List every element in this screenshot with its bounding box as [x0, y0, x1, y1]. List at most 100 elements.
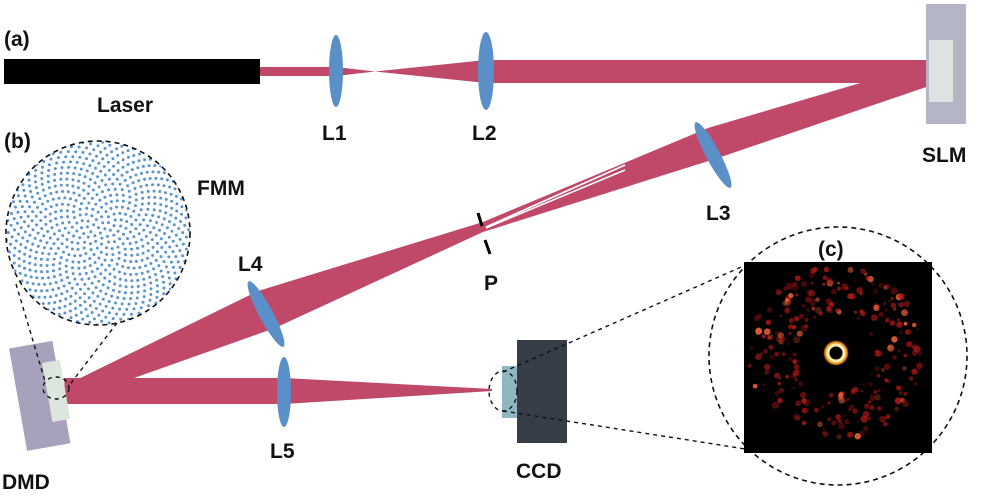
speckle-dot	[788, 324, 793, 330]
fmm-core-dot	[142, 218, 146, 222]
fmm-core-dot	[112, 267, 116, 271]
fmm-core-dot	[21, 183, 25, 187]
fmm-core-dot	[144, 264, 147, 268]
speckle-pattern	[747, 266, 923, 440]
fmm-core-dot	[171, 265, 175, 269]
fmm-core-dot	[67, 253, 71, 257]
fmm-core-dot	[119, 218, 123, 222]
fmm-core-dot	[39, 257, 43, 261]
fmm-core-dot	[104, 202, 108, 206]
fmm-core-dot	[112, 212, 116, 216]
speckle-dot	[896, 385, 902, 391]
speckle-dot	[822, 282, 826, 286]
fmm-core-dot	[39, 210, 43, 214]
fmm-core-dot	[87, 277, 91, 281]
fmm-core-dot	[41, 276, 45, 280]
fmm-core-dot	[184, 216, 188, 220]
fmm-core-dot	[120, 188, 124, 192]
fmm-core-dot	[82, 181, 86, 185]
speckle-dot	[774, 390, 780, 396]
fmm-core-dot	[140, 190, 144, 194]
speckle-dot	[836, 286, 842, 291]
fmm-core-dot	[25, 200, 29, 203]
fmm-core-dot	[168, 245, 172, 249]
fmm-core-dot	[10, 212, 13, 215]
speckle-dot	[913, 382, 918, 386]
lens-l3	[694, 122, 732, 188]
fmm-core-dot	[40, 227, 44, 230]
fmm-core-dot	[147, 195, 151, 199]
panel-label-a: (a)	[4, 28, 30, 51]
fmm-core-dot	[16, 194, 20, 198]
fmm-core-dot	[155, 250, 159, 254]
fmm-core-dot	[59, 215, 63, 219]
fmm-core-dot	[126, 266, 130, 270]
fmm-core-dot	[155, 295, 159, 299]
fmm-core-dot	[104, 210, 108, 214]
l4-label: L4	[238, 253, 263, 276]
fmm-core-dot	[20, 205, 24, 209]
fmm-core-dot	[148, 219, 152, 223]
speckle-dot	[825, 305, 832, 312]
speckle-dot	[878, 311, 884, 317]
fmm-core-dot	[87, 296, 91, 300]
speckle-dot	[880, 367, 886, 373]
fmm-core-dot	[80, 277, 84, 281]
fmm-core-dot	[45, 264, 49, 267]
fmm-core-dot	[117, 270, 121, 274]
speckle-dot	[843, 414, 847, 417]
speckle-dot	[775, 289, 782, 296]
fmm-core-dot	[115, 312, 119, 316]
fmm-core-dot	[131, 181, 135, 185]
speckle-dot	[814, 407, 819, 413]
speckle-dot	[824, 269, 827, 273]
fmm-core-dot	[78, 303, 82, 307]
speckle-dot	[869, 405, 875, 411]
speckle-dot	[801, 407, 808, 414]
speckle-dot	[862, 383, 865, 386]
fmm-core-dot	[13, 269, 17, 273]
ccd-label: CCD	[516, 460, 562, 483]
speckle-dot	[778, 387, 785, 394]
fmm-core-dot	[66, 150, 70, 154]
fmm-core-dot	[40, 289, 43, 293]
speckle-dot	[818, 311, 823, 316]
fmm-core-dot	[42, 160, 46, 163]
fmm-core-dot	[118, 237, 122, 241]
speckle-dot	[870, 372, 874, 375]
fmm-core-dot	[136, 284, 140, 288]
speckle-dot	[838, 397, 845, 404]
fmm-core-dot	[64, 264, 68, 268]
fmm-core-dot	[154, 273, 157, 276]
speckle-dot	[756, 313, 762, 319]
fmm-core-dot	[46, 174, 50, 178]
fmm-core-dot	[34, 180, 37, 184]
fmm-core-dot	[107, 177, 111, 181]
fmm-core-dot	[52, 275, 56, 279]
fmm-core-dot	[101, 283, 105, 287]
fmm-core-dot	[58, 261, 62, 265]
fmm-core-dot	[116, 161, 120, 165]
speckle-dot	[817, 421, 823, 428]
speckle-dot	[883, 421, 888, 427]
fmm-core-dot	[59, 183, 63, 187]
speckle-dot	[859, 309, 864, 314]
fmm-core-dot	[141, 196, 145, 200]
fmm-core-dot	[43, 194, 47, 198]
fmm-core-dot	[187, 228, 190, 232]
fmm-core-dot	[170, 229, 174, 233]
fmm-core-dot	[82, 232, 86, 236]
fmm-core-dot	[13, 246, 17, 250]
fmm-core-dot	[102, 165, 106, 168]
fmm-core-dot	[154, 233, 158, 237]
fmm-core-dot	[109, 193, 113, 197]
speckle-dot	[844, 399, 847, 403]
speckle-dot	[795, 368, 801, 374]
fmm-core-dot	[91, 188, 95, 192]
fmm-core-dot	[53, 184, 57, 188]
fmm-core-dot	[136, 278, 140, 282]
speckle-dot	[871, 314, 878, 322]
fmm-core-dot	[134, 302, 138, 305]
speckle-dot	[777, 332, 784, 339]
fmm-core-dot	[19, 226, 23, 230]
